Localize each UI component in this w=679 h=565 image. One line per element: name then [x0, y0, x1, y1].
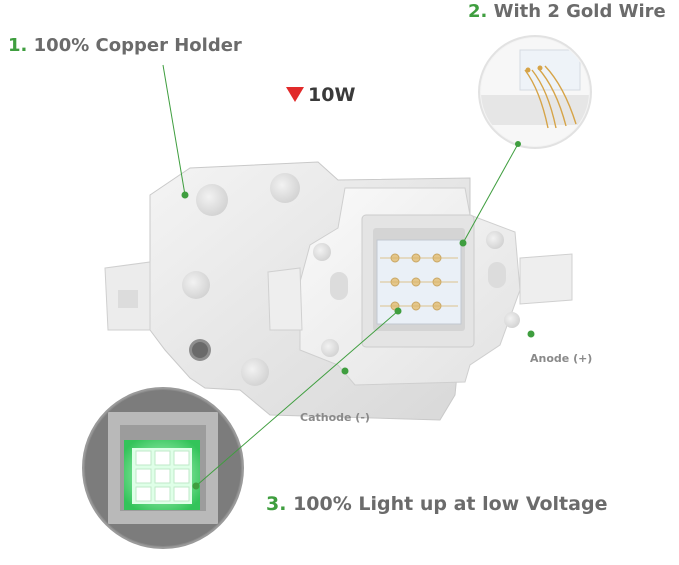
marker-lit: [192, 482, 200, 490]
callout-3-text: 100% Light up at low Voltage: [293, 493, 608, 515]
marker-wire-end: [515, 141, 521, 147]
leader-lines: [162, 64, 519, 487]
marker-cathode: [341, 367, 349, 375]
power-rating-text: 10W: [308, 84, 356, 106]
triangle-down-icon: [286, 87, 304, 102]
marker-copper: [181, 191, 189, 199]
anode-label: Anode (+): [530, 352, 593, 365]
callout-2-text: With 2 Gold Wire: [493, 1, 666, 22]
callout-gold-wire: 2. With 2 Gold Wire: [468, 1, 666, 22]
callout-light-up: 3. 100% Light up at low Voltage: [266, 493, 607, 515]
marker-wire: [459, 239, 467, 247]
power-rating: 10W: [286, 84, 355, 106]
callout-2-number: 2.: [468, 1, 488, 22]
marker-led: [394, 307, 402, 315]
callout-1-text: 100% Copper Holder: [33, 35, 242, 56]
callout-copper-holder: 1. 100% Copper Holder: [8, 35, 242, 56]
gold-wire-magnifier: [478, 35, 592, 149]
callout-3-number: 3.: [266, 493, 287, 515]
led-chip: [267, 187, 573, 386]
marker-anode: [527, 330, 535, 338]
cathode-label: Cathode (-): [300, 411, 370, 424]
lit-led-grid: [135, 450, 190, 502]
callout-1-number: 1.: [8, 35, 28, 56]
lit-led-magnifier: [82, 387, 244, 549]
